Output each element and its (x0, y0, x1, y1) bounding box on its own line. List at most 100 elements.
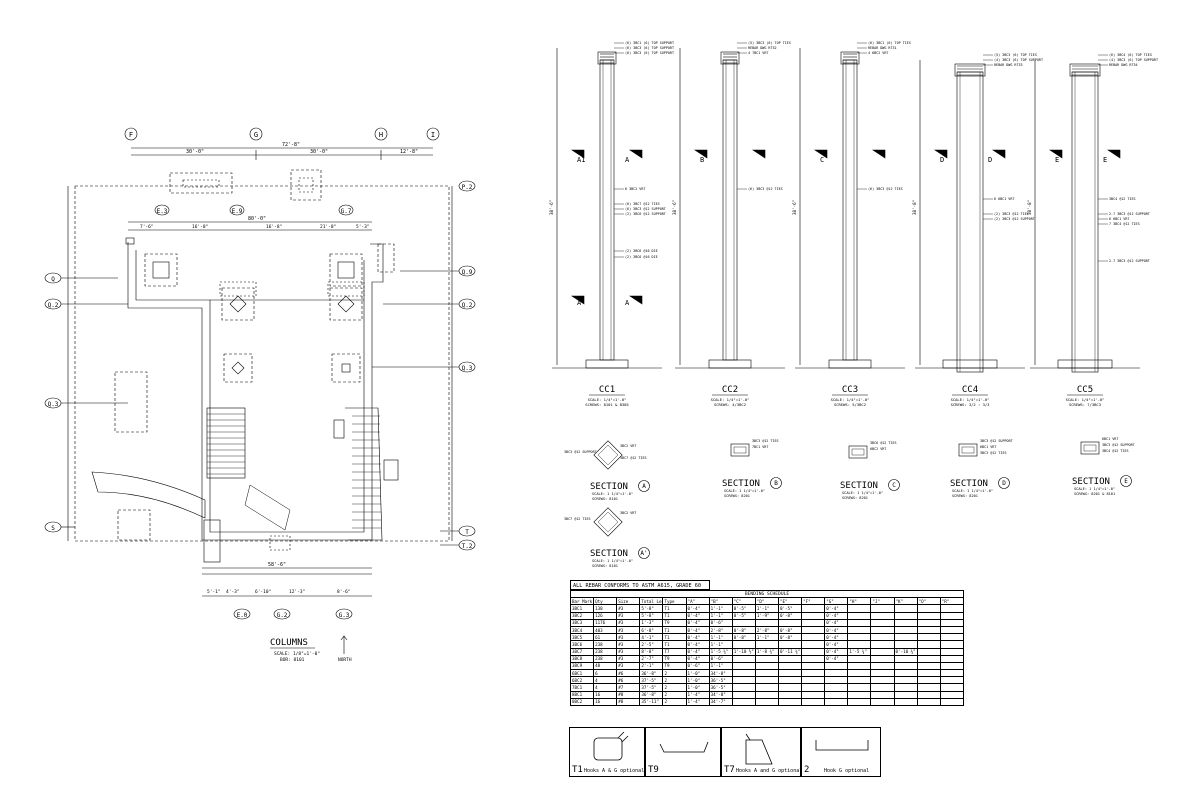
table-cell: 34'-7" (708, 697, 733, 707)
table-cell (847, 661, 872, 671)
table-cell (731, 640, 756, 649)
section-ref: SCREWS: 8201 (842, 496, 868, 500)
table-cell: 2 (662, 697, 687, 707)
crosstie-shape-icon (659, 741, 709, 753)
table-cell (916, 640, 941, 649)
schedule-header-cell: Total Length (639, 597, 664, 606)
table-cell: 0'-11 ¾" (777, 647, 803, 656)
table-cell: T1 (662, 640, 687, 649)
section-outline (593, 440, 623, 470)
table-cell (801, 604, 826, 613)
section-title: SECTION (1072, 477, 1110, 487)
column-note: 6 3BC2 VRT (625, 187, 645, 191)
table-cell: 0'-4" (685, 618, 710, 627)
table-cell (777, 640, 803, 649)
column-note: 6 6BC1 VRT (994, 197, 1014, 201)
grid-label: I (431, 131, 435, 139)
table-cell: 126 (593, 611, 618, 620)
table-cell (731, 661, 756, 671)
table-cell (916, 625, 941, 635)
schedule-header-cell: "K" (893, 597, 918, 606)
section-marker-icon (571, 295, 585, 305)
table-cell (870, 690, 895, 699)
table-cell: 0'-4" (685, 647, 710, 656)
section-note: 3BC6 @12 TIES (870, 441, 897, 445)
table-cell: 1'-0" (685, 683, 710, 692)
table-cell: 3BC8 (569, 654, 595, 663)
table-cell (754, 654, 779, 663)
table-cell: 3BC3 (569, 618, 595, 627)
table-cell: 3BC5 (569, 633, 595, 642)
section-note: 7BC1 VRT (752, 445, 768, 449)
grid-label: T (465, 529, 469, 536)
table-cell (893, 633, 918, 642)
table-cell (847, 683, 872, 692)
straight-bar-shape-icon (815, 740, 869, 751)
column-note: 4 7BC1 VRT (748, 51, 768, 55)
table-cell (916, 661, 941, 671)
stair-right (345, 407, 383, 541)
table-cell (893, 654, 918, 663)
table-cell: 0'-4" (824, 640, 849, 649)
table-cell (916, 647, 941, 656)
table-cell (870, 640, 895, 649)
column-note: (6) 3BC3 (6) TOP SUPPORT (625, 46, 674, 50)
table-cell (847, 654, 872, 663)
table-cell (939, 640, 965, 649)
grid-label: E.9 (232, 208, 243, 215)
table-cell: #3 (616, 625, 641, 635)
section-bubble-label: B (774, 480, 778, 487)
grid-label: G (254, 131, 258, 139)
column-note: (6) 3BC3 (6) TOP SUPPORT (625, 51, 674, 55)
grid-label: Q.9 (462, 269, 473, 276)
table-cell: 1'-1" (754, 633, 779, 642)
column-cap (954, 63, 986, 77)
section-outline (730, 443, 750, 457)
schedule-header-cell: "E" (777, 597, 803, 606)
section-mark: E (1055, 156, 1059, 164)
column-ref: SCREWS: 4/3BC2 (714, 402, 746, 407)
column-note: (4) 3BC3 (6) TOP SUPPORT (1109, 58, 1158, 62)
section-ref: SCREWS: 8201 (952, 494, 978, 498)
table-cell: 0'-6" (708, 618, 733, 627)
table-cell (939, 690, 965, 699)
column-note: 4 6BC2 VRT (868, 51, 888, 55)
section-scale: SCALE: 1 1/4"=1'-0" (952, 489, 993, 493)
table-cell: 37'-5" (639, 683, 664, 692)
column-note: (5) 3BC3 (6) TOP TIES (994, 53, 1037, 57)
footing (585, 359, 629, 369)
shape-2: 2 Hook G optional (801, 727, 881, 777)
table-cell: 0'-4" (685, 654, 710, 663)
grid-bubbles-bottom: E.0 G.2 G.3 (233, 608, 353, 620)
dim-text: 12'-8" (400, 149, 418, 155)
table-cell (939, 611, 965, 620)
table-cell (916, 611, 941, 620)
table-cell: 1'-1" (708, 661, 733, 671)
schedule-header-cell: "G" (824, 597, 849, 606)
table-cell (824, 669, 849, 678)
table-cell (916, 633, 941, 642)
table-cell: 238 (593, 647, 618, 656)
table-cell (916, 683, 941, 692)
table-cell: T1 (662, 625, 687, 635)
section-mark: A (625, 299, 630, 307)
column-height: 38'-8" (1027, 200, 1032, 215)
table-cell: 1'-1" (708, 604, 733, 613)
column-note: REBAR DWG RT34 (1109, 63, 1138, 67)
stirrup-shape-icon (593, 731, 629, 761)
table-cell (754, 697, 779, 707)
table-cell: 3BC7 (569, 647, 595, 656)
column-note: REBAR DWG RT32 (748, 46, 777, 50)
section-note: 3BC3 @12 TIES (980, 451, 1007, 455)
table-cell: #3 (616, 647, 641, 656)
table-cell (847, 604, 872, 613)
table-cell: #6 (616, 676, 641, 685)
section-tie (597, 511, 619, 533)
